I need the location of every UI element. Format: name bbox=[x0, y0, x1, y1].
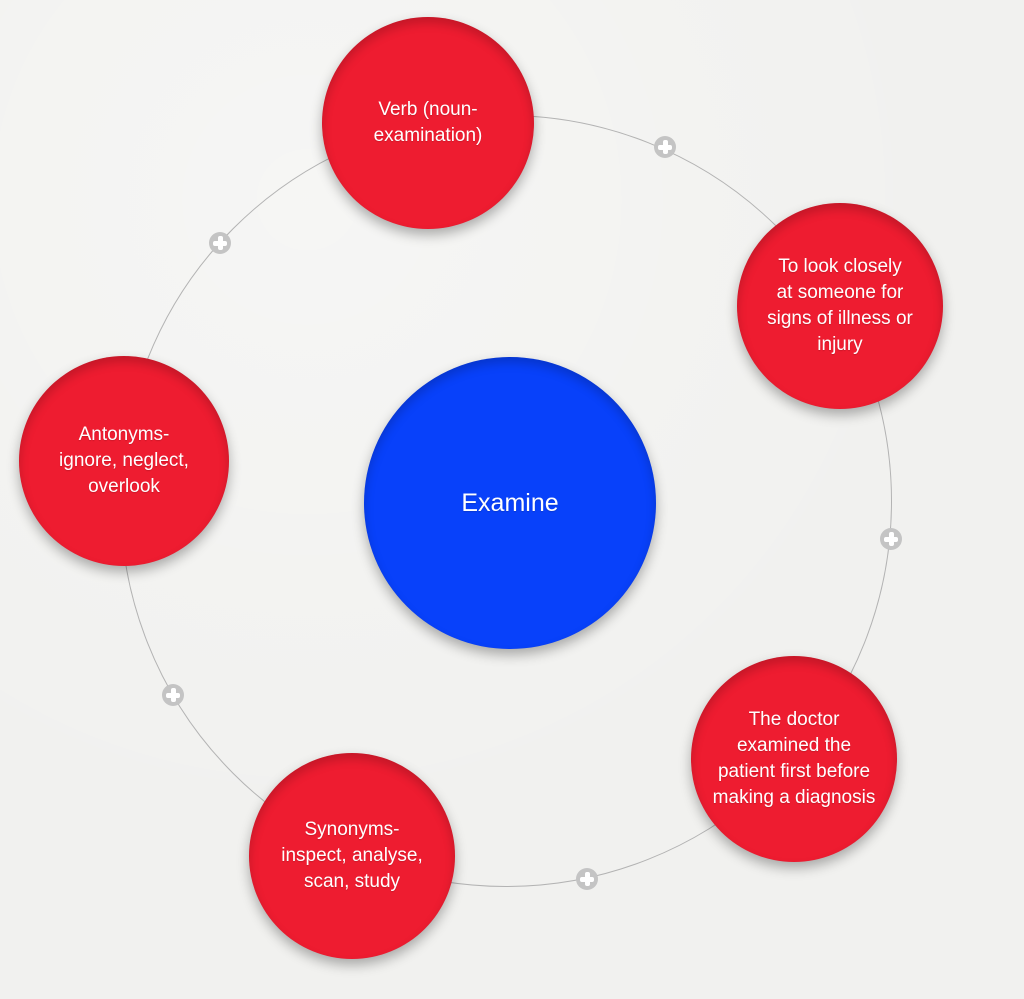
add-node-button[interactable] bbox=[162, 684, 184, 706]
add-node-button[interactable] bbox=[654, 136, 676, 158]
add-node-button[interactable] bbox=[576, 868, 598, 890]
add-node-button[interactable] bbox=[880, 528, 902, 550]
node-synonyms-label: Synonyms- inspect, analyse, scan, study bbox=[281, 819, 423, 892]
plus-icon bbox=[580, 872, 594, 886]
center-node-label: Examine bbox=[461, 489, 559, 517]
node-antonyms-label: Antonyms- ignore, neglect, overlook bbox=[59, 424, 189, 497]
node-verb-label: Verb (noun- examination) bbox=[373, 99, 483, 146]
node-definition-label: To look closely at someone for signs of … bbox=[767, 256, 913, 355]
center-node[interactable]: Examine bbox=[364, 357, 656, 649]
node-synonyms[interactable]: Synonyms- inspect, analyse, scan, study bbox=[249, 753, 455, 959]
plus-icon bbox=[166, 688, 180, 702]
node-definition[interactable]: To look closely at someone for signs of … bbox=[737, 203, 943, 409]
node-example[interactable]: The doctor examined the patient first be… bbox=[691, 656, 897, 862]
node-verb[interactable]: Verb (noun- examination) bbox=[322, 17, 534, 229]
add-node-button[interactable] bbox=[209, 232, 231, 254]
plus-icon bbox=[884, 532, 898, 546]
plus-icon bbox=[213, 236, 227, 250]
plus-icon bbox=[658, 140, 672, 154]
node-antonyms[interactable]: Antonyms- ignore, neglect, overlook bbox=[19, 356, 229, 566]
node-example-label: The doctor examined the patient first be… bbox=[712, 709, 876, 808]
